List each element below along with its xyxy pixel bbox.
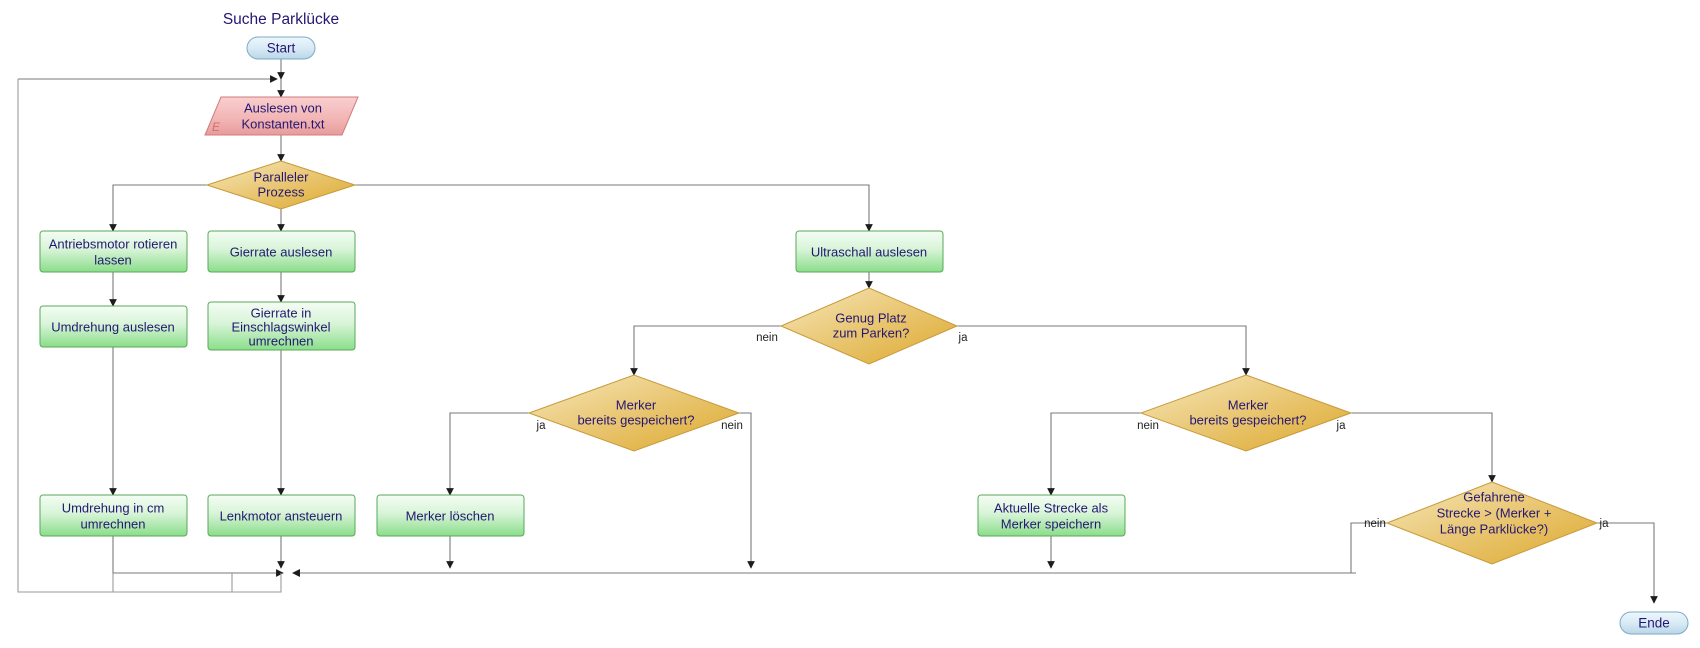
konstanten-label-line1: Auslesen von: [244, 100, 322, 115]
gefahrene-strecke-label-line3: Länge Parklücke?): [1440, 521, 1548, 536]
node-konstanten[interactable]: Auslesen von Konstanten.txt E: [204, 96, 359, 136]
umdrehung-in-cm-label-line1: Umdrehung in cm: [62, 500, 165, 515]
antriebsmotor-label-line1: Antriebsmotor rotieren: [49, 236, 178, 251]
node-ultraschall-auslesen[interactable]: Ultraschall auslesen: [795, 230, 944, 273]
node-merker-gespeichert-right[interactable]: Merker bereits gespeichert?: [1139, 374, 1353, 452]
edge-label-merkerR-ja: ja: [1336, 420, 1347, 432]
einschlagswinkel-label-line1: Gierrate in: [251, 305, 312, 320]
start-shape[interactable]: [246, 36, 316, 60]
merker-gespeichert-right-shape[interactable]: [1139, 374, 1353, 452]
node-antriebsmotor[interactable]: Antriebsmotor rotieren lassen: [39, 230, 188, 273]
node-start[interactable]: Start: [246, 36, 316, 60]
node-gefahrene-strecke[interactable]: Gefahrene Strecke > (Merker + Länge Park…: [1385, 481, 1599, 565]
konstanten-label-line2: Konstanten.txt: [241, 116, 324, 131]
lenkmotor-label: Lenkmotor ansteuern: [220, 508, 343, 523]
merker-loeschen-shape[interactable]: [376, 494, 525, 537]
gefahrene-strecke-label-line2: Strecke > (Merker +: [1437, 505, 1552, 520]
einschlagswinkel-shape[interactable]: [207, 301, 356, 351]
node-ende[interactable]: Ende: [1619, 611, 1689, 635]
umdrehung-in-cm-label-line2: umrechnen: [80, 516, 145, 531]
merker-loeschen-label: Merker löschen: [406, 508, 495, 523]
gierrate-auslesen-shape[interactable]: [207, 230, 356, 273]
connector-layer: [17, 59, 1658, 604]
ultraschall-auslesen-label: Ultraschall auslesen: [811, 244, 927, 259]
node-merker-loeschen[interactable]: Merker löschen: [376, 494, 525, 537]
edge-umdrcm-to-mergebus: [112, 536, 232, 574]
edge-merkerR-nein-to-speichern: [1047, 412, 1141, 496]
umdrehung-in-cm-shape[interactable]: [39, 494, 188, 537]
node-genug-platz[interactable]: Genug Platz zum Parken?: [779, 287, 959, 365]
konstanten-shape[interactable]: [204, 96, 359, 136]
edge-label-genugplatz-ja: ja: [958, 332, 969, 344]
edge-loopback-stub: [113, 573, 233, 593]
edge-label-merkerR-nein: nein: [1137, 420, 1159, 432]
edge-loopback-stub2: [232, 573, 282, 593]
konstanten-io-marker: E: [212, 120, 221, 134]
umdrehung-auslesen-shape[interactable]: [39, 305, 188, 348]
edge-label-genugplatz-nein: nein: [756, 332, 778, 344]
edge-parallel-to-ultraschall: [355, 184, 873, 232]
edge-gefahrene-ja-to-ende: [1597, 522, 1658, 604]
strecke-speichern-label-line1: Aktuelle Strecke als: [994, 500, 1109, 515]
edge-genugplatz-nein-to-merkerL: [630, 325, 781, 376]
strecke-speichern-label-line2: Merker speichern: [1001, 516, 1101, 531]
umdrehung-auslesen-label: Umdrehung auslesen: [51, 319, 175, 334]
merker-gespeichert-left-shape[interactable]: [527, 374, 741, 452]
edge-label-merkerL-nein: nein: [721, 420, 743, 432]
einschlagswinkel-label-line3: umrechnen: [248, 333, 313, 348]
edge-merkerL-ja-to-merkerloeschen: [446, 412, 529, 496]
merker-gespeichert-right-label-line1: Merker: [1228, 397, 1269, 412]
edge-label-layer: nein ja ja nein nein ja nein ja: [536, 332, 1610, 530]
edge-loopback-left-rail: [17, 79, 114, 593]
paralleler-prozess-label-line1: Paralleler: [254, 169, 310, 184]
gefahrene-strecke-label-line1: Gefahrene: [1463, 489, 1524, 504]
diagram-title: Suche Parklücke: [223, 11, 339, 28]
node-paralleler-prozess[interactable]: Paralleler Prozess: [205, 160, 357, 210]
node-merker-gespeichert-left[interactable]: Merker bereits gespeichert?: [527, 374, 741, 452]
strecke-speichern-shape[interactable]: [977, 494, 1126, 537]
antriebsmotor-label-line2: lassen: [94, 252, 132, 267]
edge-label-merkerL-ja: ja: [536, 420, 547, 432]
edge-gefahrene-nein-to-merge: [1350, 522, 1387, 574]
ende-label: Ende: [1638, 616, 1670, 631]
edge-parallel-to-antrieb: [109, 184, 207, 232]
paralleler-prozess-label-line2: Prozess: [258, 184, 305, 199]
edge-label-gefahrene-nein: nein: [1364, 518, 1386, 530]
edge-merkerR-ja-to-gefahrene: [1351, 412, 1496, 483]
node-umdrehung-in-cm[interactable]: Umdrehung in cm umrechnen: [39, 494, 188, 537]
merker-gespeichert-left-label-line2: bereits gespeichert?: [577, 412, 694, 427]
node-gierrate-auslesen[interactable]: Gierrate auslesen: [207, 230, 356, 273]
node-lenkmotor[interactable]: Lenkmotor ansteuern: [207, 494, 356, 537]
genug-platz-label-line2: zum Parken?: [833, 325, 910, 340]
edge-merkerL-nein-to-merge: [739, 412, 755, 569]
start-label: Start: [267, 41, 296, 56]
merker-gespeichert-left-label-line1: Merker: [616, 397, 657, 412]
genug-platz-label-line1: Genug Platz: [835, 310, 907, 325]
ultraschall-auslesen-shape[interactable]: [795, 230, 944, 273]
merker-gespeichert-right-label-line2: bereits gespeichert?: [1189, 412, 1306, 427]
paralleler-prozess-shape[interactable]: [205, 160, 357, 210]
antriebsmotor-shape[interactable]: [39, 230, 188, 273]
ende-shape[interactable]: [1619, 611, 1689, 635]
genug-platz-shape[interactable]: [779, 287, 959, 365]
node-strecke-speichern[interactable]: Aktuelle Strecke als Merker speichern: [977, 494, 1126, 537]
gefahrene-strecke-shape[interactable]: [1385, 481, 1599, 565]
edge-label-gefahrene-ja: ja: [1599, 518, 1610, 530]
gierrate-auslesen-label: Gierrate auslesen: [230, 244, 333, 259]
einschlagswinkel-label-line2: Einschlagswinkel: [232, 319, 331, 334]
edge-genugplatz-ja-to-merkerR: [957, 325, 1250, 376]
lenkmotor-shape[interactable]: [207, 494, 356, 537]
node-umdrehung-auslesen[interactable]: Umdrehung auslesen: [39, 305, 188, 348]
node-einschlagswinkel[interactable]: Gierrate in Einschlagswinkel umrechnen: [207, 301, 356, 351]
